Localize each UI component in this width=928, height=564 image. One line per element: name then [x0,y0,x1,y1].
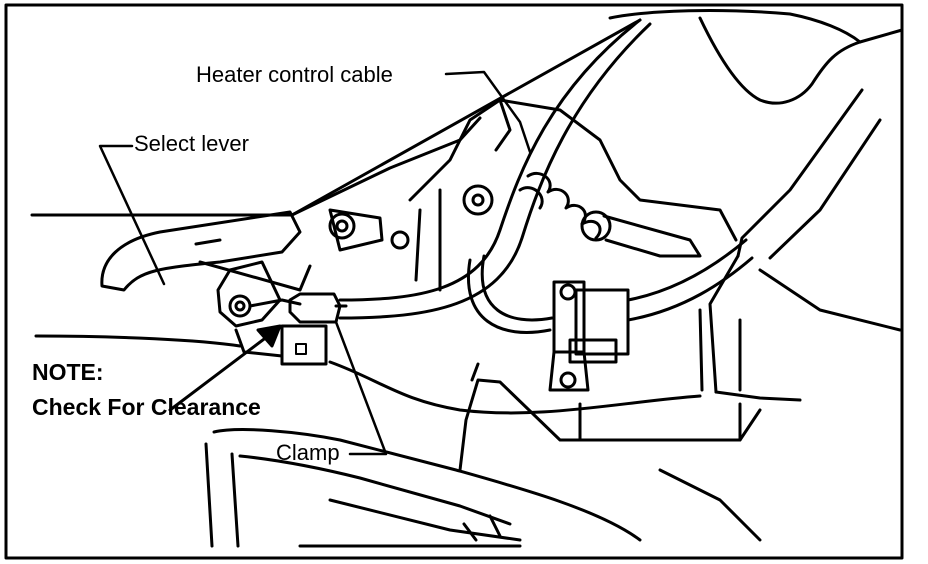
heater-body [408,98,738,242]
boss-3 [328,212,356,240]
leader-select-lever [98,144,166,286]
console-right-panel [758,268,902,332]
leader-clamp [334,320,388,456]
console-right-edge-inner [768,118,882,260]
dashboard-outline [608,9,862,44]
console-right-block [698,308,742,392]
dash-slant [290,18,642,217]
label-heater-control-cable: Heater control cable [196,62,393,87]
valve-lever [602,214,702,258]
diagram-frame [4,3,904,560]
dashboard-side [858,28,904,44]
spring [526,171,602,240]
select-lever [100,210,302,292]
spring-end [580,210,612,242]
pipe [626,238,754,322]
console-front [458,378,762,472]
console-right-lower [708,254,740,394]
console-top [34,334,242,348]
boss-1 [462,184,494,216]
bracket-plate [328,208,384,252]
lever-bracket [216,260,282,328]
label-clamp: Clamp [276,440,340,465]
cable-end-fitting [288,292,342,324]
note-heading: NOTE: [32,359,104,385]
select-lever-grip [194,238,222,246]
console-right-panel-2 [714,390,802,402]
dashboard-panel [698,16,862,105]
joint-linkage [248,298,302,308]
console-right-edge [736,88,864,258]
switch-block [280,324,328,366]
leader-heater-cable [444,70,532,154]
select-lever-arm [198,260,312,292]
hose-loop [467,258,552,334]
dash-slant-2 [290,116,482,217]
heater-cable [338,18,642,302]
label-select-lever: Select lever [134,131,249,156]
note-text: Check For Clearance [32,394,261,420]
console-bin [204,428,642,548]
clearance-arrow [168,328,278,412]
boss-2 [390,230,410,250]
ball-joint [228,294,252,318]
